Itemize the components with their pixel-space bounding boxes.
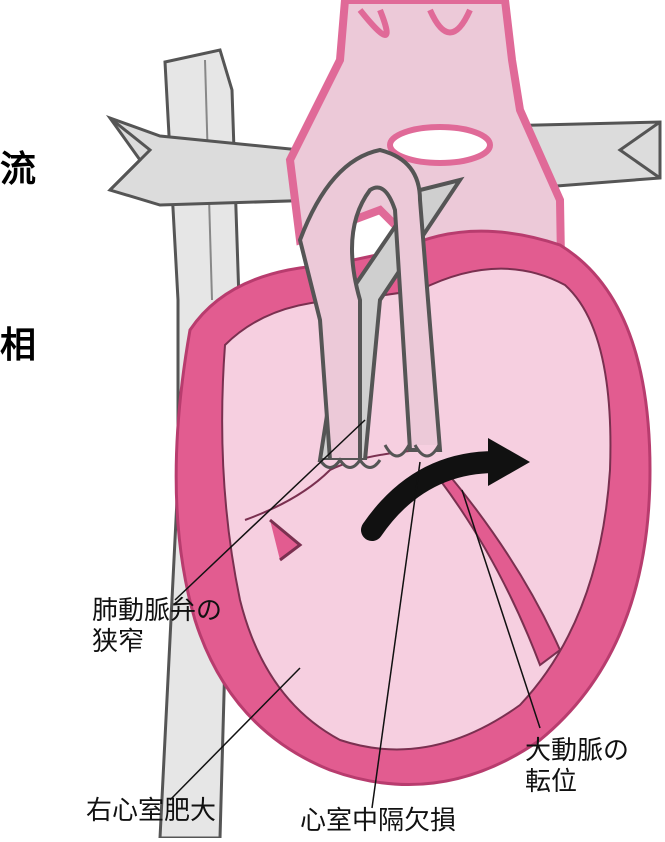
edge-text-fragment: 流 bbox=[0, 152, 36, 188]
label-pulmonary-stenosis-line2: 狭窄 bbox=[92, 627, 222, 658]
label-aorta-transposition-line2: 転位 bbox=[525, 767, 629, 798]
edge-text-fragment: 相 bbox=[0, 328, 36, 364]
label-aorta-transposition-line1: 大動脈の bbox=[525, 736, 629, 767]
label-vsd: 心室中隔欠損 bbox=[300, 806, 456, 837]
label-aorta-transposition: 大動脈の 転位 bbox=[525, 736, 629, 797]
label-rv-hypertrophy: 右心室肥大 bbox=[86, 796, 216, 827]
label-pulmonary-stenosis: 肺動脈弁の 狭窄 bbox=[92, 596, 222, 657]
label-pulmonary-stenosis-line1: 肺動脈弁の bbox=[92, 596, 222, 627]
